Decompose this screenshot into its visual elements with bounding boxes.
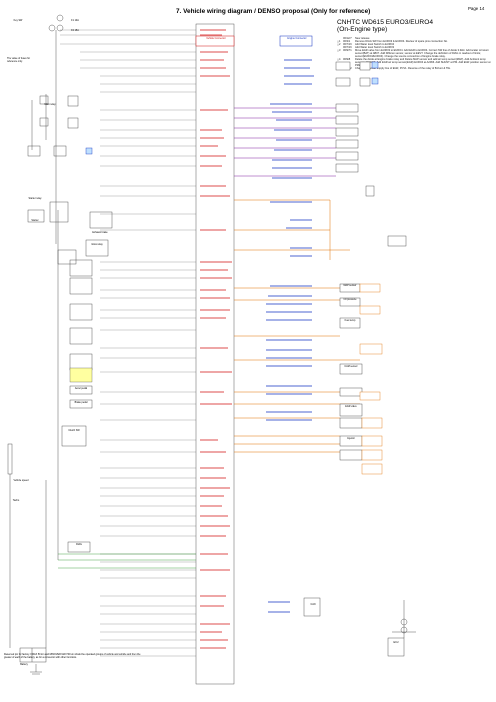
- can-label: CAN: [310, 603, 316, 606]
- page-number: Page 14: [468, 6, 485, 11]
- document-heading: CNHTC WD615 EURO3/EURO4 (On-Engine type): [337, 19, 433, 33]
- battery-label: Battery: [20, 663, 28, 666]
- rev-ver: △2: [337, 43, 341, 46]
- left-bus: [9, 30, 59, 662]
- vehicle-connector-frame: [195, 23, 235, 685]
- exhaust-brake-label: Exhaust brake: [92, 231, 108, 234]
- fuse1-label: F1 10A: [71, 19, 79, 22]
- cam-sensor-label: CAM sensor: [344, 365, 358, 368]
- main-relay-label: Main relay: [44, 103, 56, 106]
- oil-pressure-label: Oil pressure: [343, 298, 357, 301]
- revision-head: 06/12/7 New release: [337, 37, 493, 40]
- brake-pedal-label: Brake pedal: [74, 401, 88, 404]
- glow-relay-label: Glow relay: [91, 243, 103, 246]
- starter-label: Starter: [31, 219, 39, 222]
- rev-date: 06/9/8: [343, 58, 351, 61]
- vehicle-connector-label: Vehicle Connector: [206, 37, 226, 40]
- injector-label: Injector: [347, 437, 355, 440]
- rev-date: 06/12/7: [343, 37, 352, 40]
- clutch-switch-label: Clutch SW: [68, 429, 80, 432]
- egr-valve-label: EGR valve: [345, 405, 357, 408]
- rev-text: New release: [355, 37, 370, 40]
- can-wires: [234, 107, 336, 177]
- engine-connector-label: Engine Connector: [287, 37, 307, 40]
- accel-pedal-label: Accel pedal: [74, 387, 88, 390]
- rev-ver: △3: [337, 49, 341, 52]
- vehicle-speed-label: Vehicle speed: [13, 479, 29, 482]
- rev-text: Move EGR valve from EURO3 to EURO4. Add …: [355, 49, 489, 58]
- ecu-pin-lines: [60, 29, 196, 657]
- revision-row: △3 06/9/?1 Move EGR valve from EURO3 to …: [337, 49, 493, 58]
- page-title: 7. Vehicle wiring diagram / DENSO propos…: [176, 8, 371, 15]
- ground-icon: [30, 664, 42, 675]
- diag-label: DIAG: [76, 543, 82, 546]
- revision-row: △4 06/9/8 Delete the diode at Engine bra…: [337, 58, 493, 67]
- rev-date: 06/7/16: [343, 46, 352, 49]
- engine-connector-header: [279, 35, 313, 47]
- rev-text: Change the power supply line of EGR, PCV…: [355, 67, 451, 70]
- starter-relay-label: Starter relay: [28, 197, 42, 200]
- fuel-temp-label: Fuel temp: [344, 319, 356, 322]
- rev-text: Remove DIAG SW from EURO3 & EURO4. Revie…: [355, 40, 448, 43]
- rev-text: Add Water level Switch to EURO4: [355, 43, 395, 46]
- doc-line-1: CNHTC WD615 EURO3/EURO4: [337, 19, 433, 26]
- ecu-label: ECU: [393, 641, 399, 644]
- sensor-wires: [234, 199, 360, 453]
- bottom-right-components: [387, 600, 416, 657]
- fuse-note: The value of fuses for reference only.: [7, 57, 30, 63]
- revision-row: 06/7/16 Add Water level Switch to EURO3: [337, 46, 493, 49]
- bottom-note: Reserved pin for factory. FMAX 50 km and…: [4, 653, 141, 659]
- tacho-label: Tacho: [12, 499, 20, 502]
- green-wires: [58, 553, 196, 569]
- rev-date: 06/3/1: [343, 40, 351, 43]
- key-switch-label: Key SW: [13, 19, 23, 22]
- orange-boxes: [359, 283, 383, 475]
- component-boxes: [303, 61, 407, 617]
- rev-text: Add Water level Switch to EURO3: [355, 46, 395, 49]
- rev-ver: △1: [337, 40, 341, 43]
- rev-date: 06/9/?1: [343, 49, 352, 52]
- map-sensor-label: MAP sensor: [343, 284, 357, 287]
- revision-table: 06/12/7 New release △1 06/3/1 Remove DIA…: [337, 37, 493, 70]
- rev-ver: △4: [337, 58, 341, 61]
- highlight-markers: [85, 61, 379, 155]
- vehicle-connector-header: [195, 35, 235, 47]
- left-components: [7, 14, 113, 663]
- engine-signal-marks: [266, 59, 314, 613]
- revision-row: △2 06/7/16 Add Water level Switch to EUR…: [337, 43, 493, 46]
- yellow-modules: [69, 367, 93, 383]
- revision-row: △1 06/3/1 Remove DIAG SW from EURO3 & EU…: [337, 40, 493, 43]
- rev-date: 06/7/16: [343, 43, 352, 46]
- rev-text: Delete the diode at Engine brake relay a…: [355, 58, 491, 67]
- doc-line-2: (On-Engine type): [337, 26, 388, 34]
- fuse2-label: F2 15A: [71, 29, 79, 32]
- vehicle-signal-marks: [200, 29, 232, 649]
